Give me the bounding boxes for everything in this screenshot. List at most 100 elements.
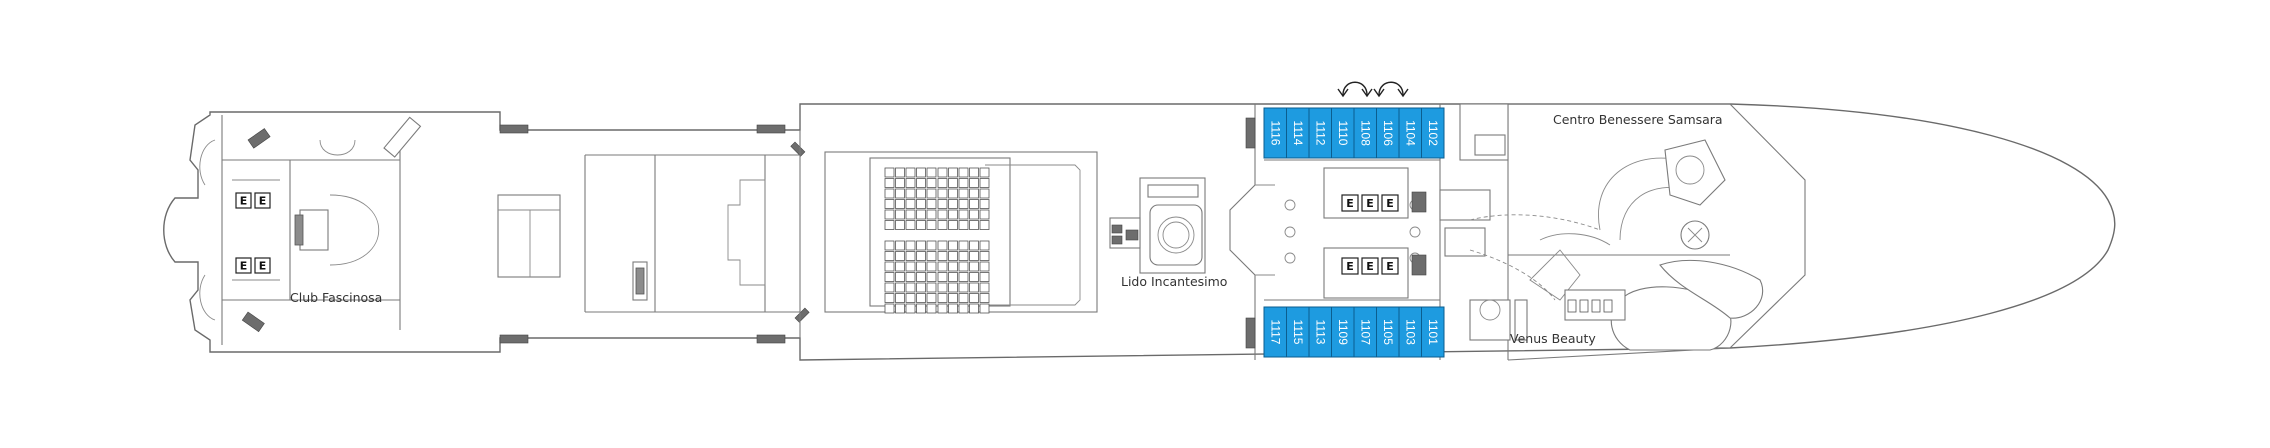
sunbed: [969, 209, 979, 220]
spa-zone: [1469, 103, 1806, 361]
sunbed: [958, 303, 969, 314]
sunbed: [895, 220, 905, 230]
sunbed: [958, 282, 969, 293]
sunbed: [895, 240, 905, 251]
elevator-label: E: [1346, 260, 1354, 273]
elevator-icon: E: [1341, 194, 1359, 212]
cabin-box[interactable]: [1421, 107, 1445, 159]
lido-feature: [1109, 177, 1206, 274]
sunbed: [969, 293, 979, 303]
cabin-number: 1110: [1336, 121, 1350, 146]
sunbed: [895, 251, 905, 261]
sunbed: [916, 178, 926, 188]
sunbed: [948, 293, 958, 303]
sunbed: [979, 251, 990, 261]
elevator-label: E: [259, 195, 267, 208]
elevator-icon: E: [1341, 257, 1359, 275]
elevator-icon: E: [1381, 194, 1399, 212]
cabin-number: 1108: [1358, 120, 1372, 146]
sunbed: [926, 199, 937, 209]
sunbed: [895, 261, 905, 272]
sunbed: [895, 167, 905, 178]
cabin[interactable]: 1106: [1376, 107, 1400, 159]
sunbed: [937, 188, 948, 199]
sunbed: [979, 167, 990, 178]
sunbed: [895, 293, 905, 303]
side-markers: [499, 124, 810, 344]
elevator-label: E: [1366, 197, 1374, 210]
elevator-icon: E: [235, 192, 252, 209]
sunbed: [895, 209, 905, 220]
cabin[interactable]: 1115: [1286, 306, 1310, 358]
sunbed: [979, 293, 990, 303]
sunbed: [926, 240, 937, 251]
sunbed: [884, 167, 895, 178]
sunbed: [969, 167, 979, 178]
sunbed: [916, 199, 926, 209]
cabin-number: 1101: [1426, 319, 1440, 345]
cabin[interactable]: 1113: [1308, 306, 1332, 358]
sunbed: [937, 303, 948, 314]
cabin[interactable]: 1101: [1421, 306, 1445, 358]
sunbed: [937, 261, 948, 272]
cabin-box[interactable]: [1421, 306, 1445, 358]
sunbed: [969, 261, 979, 272]
sunbed: [905, 303, 916, 314]
cabin[interactable]: 1108: [1353, 107, 1377, 159]
sunbed: [948, 167, 958, 178]
sunbed: [958, 188, 969, 199]
sunbed: [895, 199, 905, 209]
elevator-label: E: [240, 195, 248, 208]
cabin-number: 1115: [1291, 320, 1305, 345]
sunbed: [926, 272, 937, 282]
cabin[interactable]: 1109: [1331, 306, 1355, 358]
sunbed: [926, 188, 937, 199]
sunbed: [937, 178, 948, 188]
elevator-label: E: [1346, 197, 1354, 210]
cabin[interactable]: 1110: [1331, 107, 1355, 159]
sunbed: [979, 199, 990, 209]
cabin-number: 1117: [1268, 320, 1282, 345]
cabin-number: 1107: [1358, 319, 1372, 345]
sunbed: [905, 209, 916, 220]
cabin[interactable]: 1103: [1398, 306, 1422, 358]
sunbed: [905, 282, 916, 293]
sunbed: [916, 293, 926, 303]
cabin[interactable]: 1104: [1398, 107, 1422, 159]
sunbed: [916, 272, 926, 282]
sunbed: [948, 303, 958, 314]
cabin[interactable]: 1105: [1376, 306, 1400, 358]
forward-elevators: E E E E E E: [1341, 194, 1399, 275]
elevator-icon: E: [1381, 257, 1399, 275]
sunbed: [979, 272, 990, 282]
sunbed: [916, 209, 926, 220]
cabin[interactable]: 1102: [1421, 107, 1445, 159]
sunbed: [916, 167, 926, 178]
area-label-lido-incantesimo: Lido Incantesimo: [1121, 274, 1227, 289]
sunbed: [937, 167, 948, 178]
sunbed: [926, 282, 937, 293]
sunbed: [905, 272, 916, 282]
cabin[interactable]: 1112: [1308, 107, 1332, 159]
sunbed: [884, 293, 895, 303]
sunbed: [926, 209, 937, 220]
sunbed: [895, 178, 905, 188]
sunbed: [937, 220, 948, 230]
cabin[interactable]: 1117: [1263, 306, 1287, 358]
cabin[interactable]: 1116: [1263, 107, 1287, 159]
sunbed: [958, 167, 969, 178]
elevator-icon: E: [1361, 257, 1379, 275]
sunbed: [905, 261, 916, 272]
sunbed: [979, 261, 990, 272]
sunbed: [905, 167, 916, 178]
sunbed: [969, 251, 979, 261]
cabin-number: 1114: [1291, 121, 1305, 146]
cabin[interactable]: 1114: [1286, 107, 1310, 159]
sunbed: [895, 282, 905, 293]
elevator-label: E: [1386, 260, 1394, 273]
cabin[interactable]: 1107: [1353, 306, 1377, 358]
elevator-label: E: [1386, 197, 1394, 210]
pool-deck: [799, 130, 1098, 338]
